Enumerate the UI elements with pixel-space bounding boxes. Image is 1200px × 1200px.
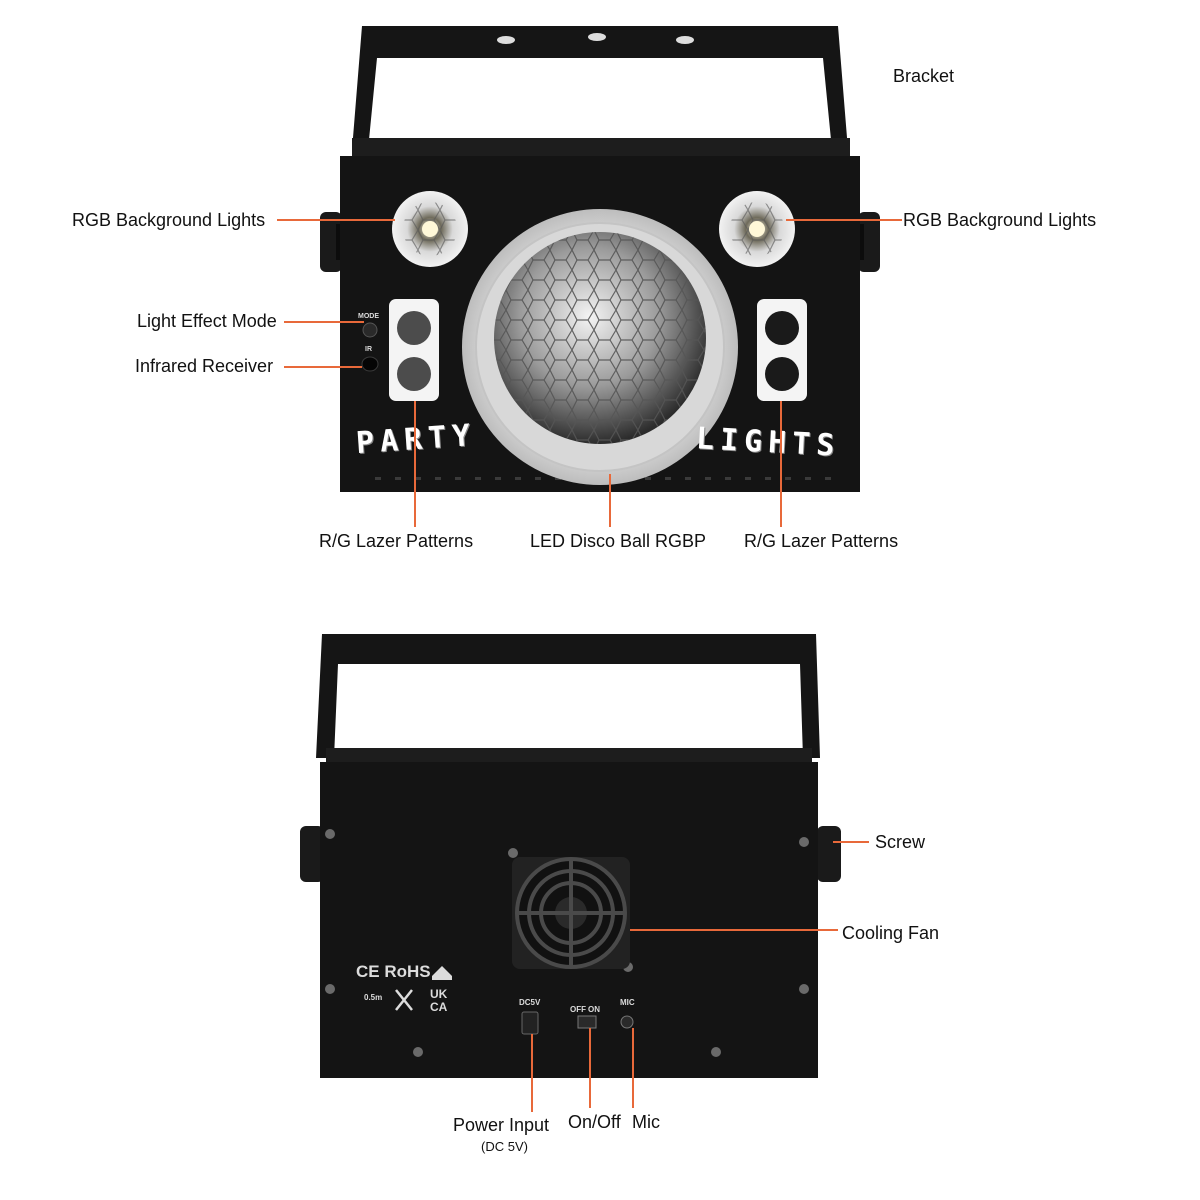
label-on-off: On/Off (568, 1112, 621, 1132)
leader-disco-ball (609, 474, 611, 527)
label-rgb-left: RGB Background Lights (72, 210, 266, 230)
mode-button (362, 322, 378, 338)
leader-lazer-right (780, 401, 782, 527)
leader-rgb-right (786, 219, 902, 221)
label-lazer-right: R/G Lazer Patterns (744, 531, 899, 551)
certification-marking: CE RoHS (356, 962, 431, 981)
mode-marking: MODE (358, 313, 379, 320)
mic-port (620, 1015, 634, 1029)
leader-lazer-left (414, 401, 416, 527)
label-cooling-fan: Cooling Fan (842, 923, 940, 943)
ukca-top-marking: UK (430, 987, 448, 1001)
back-bracket (316, 634, 820, 758)
back-left-knob (300, 826, 324, 882)
length-marking: 0.5m (364, 993, 383, 1002)
party-deco-text: PARTY (354, 417, 478, 462)
front-bracket (352, 26, 848, 150)
dc-jack (521, 1011, 539, 1035)
leader-on-off (589, 1028, 591, 1108)
dc5v-marking: DC5V (519, 998, 541, 1007)
label-lazer-left: R/G Lazer Patterns (319, 531, 474, 551)
leader-power-input (531, 1034, 533, 1112)
ir-marking: IR (365, 346, 372, 353)
house-mark-icon (432, 966, 452, 980)
front-view-unit (320, 26, 880, 492)
label-screw: Screw (875, 832, 926, 852)
leader-ir (284, 366, 362, 368)
label-bracket: Bracket (893, 66, 955, 86)
leader-mode (284, 321, 364, 323)
label-disco-ball: LED Disco Ball RGBP (530, 531, 707, 551)
on-off-switch (577, 1015, 597, 1029)
label-power-input: Power Input (453, 1115, 550, 1135)
on-marking: ON (588, 1005, 600, 1014)
mic-marking: MIC (620, 998, 635, 1007)
ir-receiver-window (361, 356, 379, 372)
label-mic: Mic (632, 1112, 660, 1132)
lights-deco-text: LIGHTS (695, 421, 842, 464)
leader-rgb-left (277, 219, 395, 221)
back-right-knob (817, 826, 841, 882)
leader-screw (833, 841, 869, 843)
weee-bin-icon (395, 989, 413, 1011)
back-view-unit (300, 634, 841, 1078)
off-marking: OFF (570, 1005, 586, 1014)
label-infrared-receiver: Infrared Receiver (135, 356, 274, 376)
ukca-bottom-marking: CA (430, 1000, 448, 1014)
label-light-effect-mode: Light Effect Mode (137, 311, 277, 331)
label-power-input-note: (DC 5V) (481, 1139, 528, 1154)
leader-cooling-fan (630, 929, 838, 931)
cooling-fan (512, 857, 630, 969)
leader-mic (632, 1028, 634, 1108)
label-rgb-right: RGB Background Lights (903, 210, 1097, 230)
